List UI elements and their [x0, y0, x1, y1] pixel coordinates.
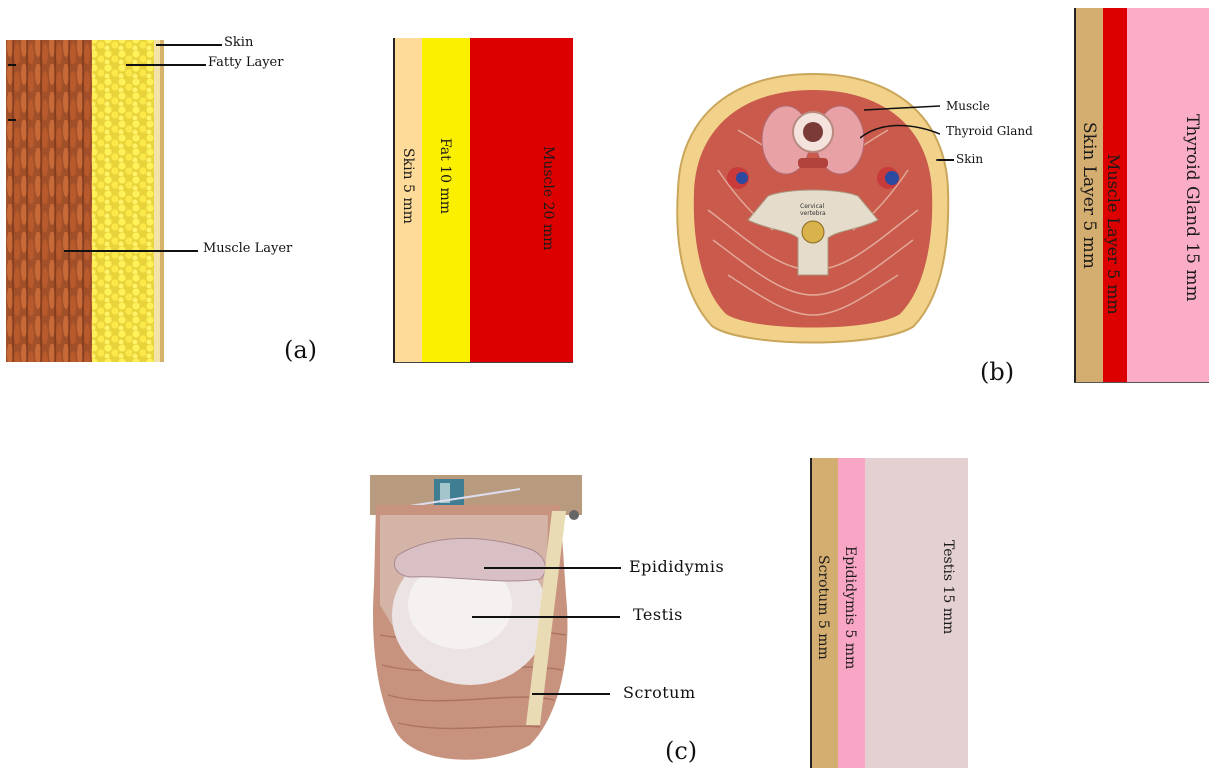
label-muscle-layer: Muscle Layer	[203, 241, 292, 256]
leader-line-scrotum	[532, 693, 610, 695]
label-muscle: Muscle	[946, 99, 990, 113]
panel-letter-a: (a)	[284, 336, 317, 364]
layer-label-testis: Testis 15 mm	[940, 540, 956, 634]
leader-line-testis	[472, 616, 620, 618]
layer-label-scrotum: Scrotum 5 mm	[815, 555, 831, 660]
layer-label-fat: Fat 10 mm	[437, 138, 453, 214]
tick-mark	[8, 119, 16, 121]
vertebra-label-line2: vertebra	[800, 210, 826, 217]
layer-label-thyroid: Thyroid Gland 15 mm	[1182, 114, 1202, 302]
panel-letter-b: (b)	[980, 358, 1014, 386]
tick-mark	[8, 64, 16, 66]
layer-label-muscle: Muscle 20 mm	[540, 146, 556, 250]
label-skin-b: Skin	[956, 152, 983, 166]
vertebra-label-line1: Cervical	[800, 203, 825, 210]
leader-line-fatty	[126, 64, 206, 66]
layer-band-muscle	[470, 38, 573, 362]
leader-line-skin	[156, 44, 222, 46]
leader-lines-b	[860, 98, 940, 168]
label-thyroid-gland: Thyroid Gland	[946, 124, 1033, 138]
layer-model-a: Skin 5 mm Fat 10 mm Muscle 20 mm	[393, 38, 573, 363]
layer-model-b: Skin Layer 5 mm Muscle Layer 5 mm Thyroi…	[1074, 8, 1209, 383]
layer-model-c: Scrotum 5 mm Epididymis 5 mm Testis 15 m…	[810, 458, 968, 768]
scrotum-dissection-illustration	[370, 475, 582, 767]
label-testis: Testis	[633, 605, 683, 624]
leader-line-epididymis	[484, 567, 621, 569]
panel-letter-c: (c)	[665, 737, 697, 765]
leader-line-muscle	[64, 250, 198, 252]
layer-label-skin: Skin 5 mm	[400, 148, 416, 224]
layer-label-skin-b: Skin Layer 5 mm	[1079, 122, 1099, 269]
tissue-illustration-a	[6, 36, 166, 364]
label-skin: Skin	[224, 35, 253, 50]
label-fatty-layer: Fatty Layer	[208, 55, 283, 70]
layer-label-muscle-b: Muscle Layer 5 mm	[1104, 154, 1123, 315]
label-scrotum: Scrotum	[623, 683, 696, 702]
leader-line-skin-b	[938, 159, 954, 161]
layer-label-epididymis: Epididymis 5 mm	[842, 546, 858, 669]
label-epididymis: Epididymis	[629, 557, 724, 576]
